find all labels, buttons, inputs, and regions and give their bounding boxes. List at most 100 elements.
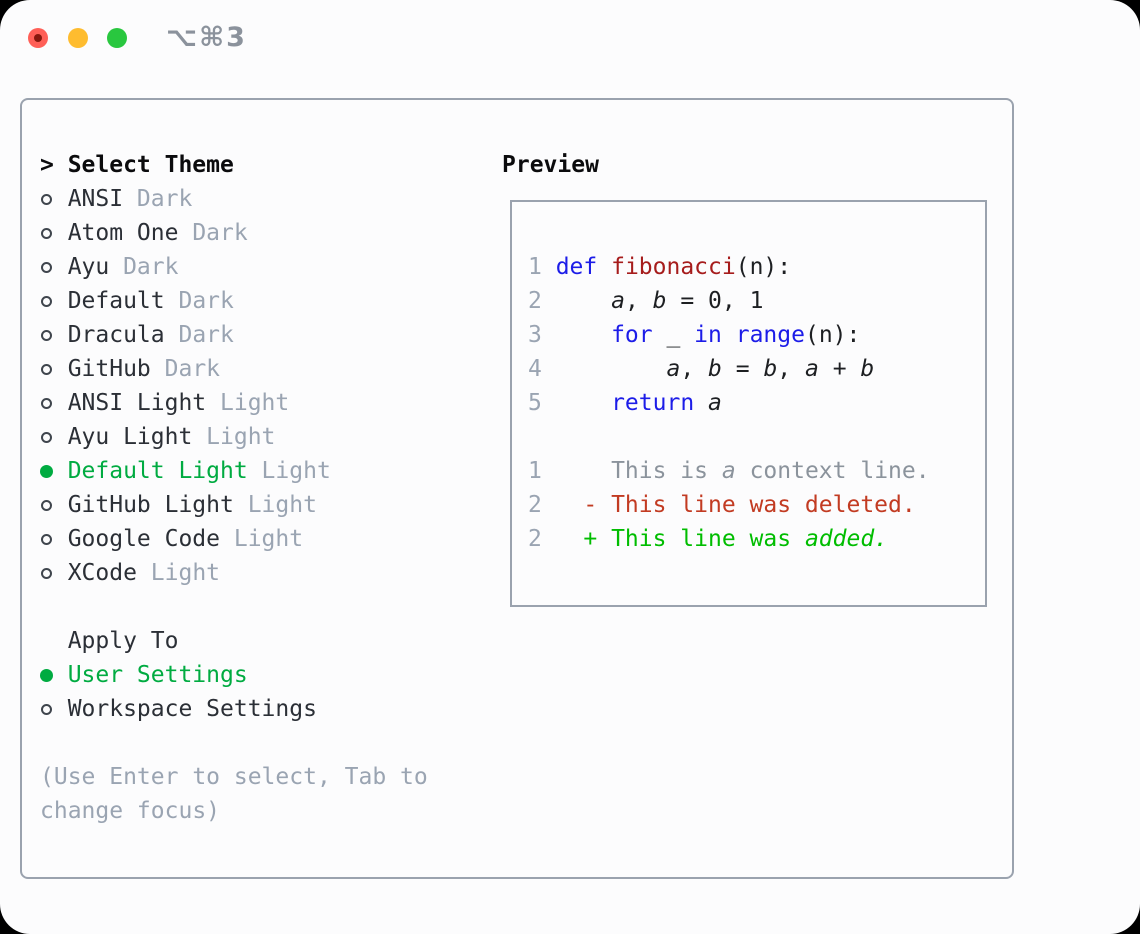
minimize-button[interactable] bbox=[68, 28, 88, 48]
radio-icon bbox=[40, 658, 68, 692]
code-line: 2 a, b = 0, 1 bbox=[528, 284, 985, 318]
theme-option-xcode-light[interactable]: XCode Light bbox=[40, 556, 490, 590]
option-label: XCode bbox=[67, 560, 137, 586]
theme-option-ansi-light-light[interactable]: ANSI Light Light bbox=[40, 386, 490, 420]
apply-to-label: Apply To bbox=[67, 628, 179, 654]
radio-icon bbox=[40, 420, 68, 454]
radio-icon bbox=[40, 488, 68, 522]
theme-option-ayu-dark[interactable]: Ayu Dark bbox=[40, 250, 490, 284]
radio-icon bbox=[40, 250, 68, 284]
diff-line-add: 2 + This line was added. bbox=[528, 522, 985, 556]
option-variant-label: Dark bbox=[109, 254, 179, 280]
radio-icon bbox=[41, 363, 52, 375]
theme-option-github-dark[interactable]: GitHub Dark bbox=[40, 352, 490, 386]
apply-to-indent bbox=[40, 624, 68, 658]
radio-icon bbox=[41, 227, 52, 239]
theme-option-ayu-light-light[interactable]: Ayu Light Light bbox=[40, 420, 490, 454]
zoom-button[interactable] bbox=[107, 28, 127, 48]
radio-icon bbox=[40, 352, 68, 386]
titlebar: ⌥⌘3 bbox=[0, 0, 1140, 76]
diff-line-ctx: 1 This is a context line. bbox=[528, 454, 985, 488]
cursor-marker-icon: > bbox=[40, 152, 54, 178]
option-variant-label: Light bbox=[220, 526, 304, 552]
option-variant-label: Dark bbox=[164, 322, 234, 348]
option-label: Ayu Light bbox=[67, 424, 193, 450]
radio-icon bbox=[41, 261, 52, 273]
code-line: 5 return a bbox=[528, 386, 985, 420]
close-button[interactable] bbox=[28, 28, 48, 48]
radio-icon bbox=[40, 454, 68, 488]
radio-selected-icon bbox=[40, 464, 53, 478]
option-variant-label: Dark bbox=[150, 356, 221, 382]
theme-option-google-code-light[interactable]: Google Code Light bbox=[40, 522, 490, 556]
radio-icon bbox=[40, 692, 68, 726]
radio-icon bbox=[41, 295, 52, 307]
radio-icon bbox=[40, 182, 68, 216]
theme-option-default-light-light[interactable]: Default Light Light bbox=[40, 454, 490, 488]
option-label: GitHub bbox=[67, 356, 151, 382]
radio-icon bbox=[41, 431, 52, 443]
line-number: 2 bbox=[528, 526, 542, 552]
close-dot-icon bbox=[34, 34, 42, 42]
option-variant-label: Light bbox=[206, 390, 290, 416]
hint-line-1: (Use Enter to select, Tab to bbox=[40, 764, 428, 790]
theme-option-default-dark[interactable]: Default Dark bbox=[40, 284, 490, 318]
diff-line-del: 2 - This line was deleted. bbox=[528, 488, 985, 522]
apply-to-header: Apply To bbox=[40, 624, 490, 658]
line-number: 5 bbox=[528, 390, 542, 416]
option-label: Default bbox=[67, 288, 165, 314]
theme-option-ansi-dark[interactable]: ANSI Dark bbox=[40, 182, 490, 216]
theme-option-dracula-dark[interactable]: Dracula Dark bbox=[40, 318, 490, 352]
radio-icon bbox=[40, 386, 68, 420]
code-line: 4 a, b = b, a + b bbox=[528, 352, 985, 386]
option-variant-label: Light bbox=[233, 492, 317, 518]
theme-option-atom-one-dark[interactable]: Atom One Dark bbox=[40, 216, 490, 250]
radio-icon bbox=[41, 567, 52, 579]
option-variant-label: Light bbox=[192, 424, 276, 450]
select-theme-header: > Select Theme bbox=[40, 148, 490, 182]
option-variant-label: Light bbox=[247, 458, 331, 484]
radio-icon bbox=[40, 522, 68, 556]
theme-list-column: > Select Theme ANSI Dark Atom One Dark Ay… bbox=[40, 148, 490, 828]
option-label: ANSI Light bbox=[67, 390, 207, 416]
code-line bbox=[528, 420, 985, 454]
radio-icon bbox=[40, 556, 68, 590]
apply-option-user-settings[interactable]: User Settings bbox=[40, 658, 490, 692]
radio-icon bbox=[40, 284, 68, 318]
radio-icon bbox=[41, 499, 52, 511]
line-number: 4 bbox=[528, 356, 542, 382]
radio-icon bbox=[40, 318, 68, 352]
radio-icon bbox=[40, 216, 68, 250]
option-label: Atom One bbox=[67, 220, 179, 246]
line-number: 3 bbox=[528, 322, 542, 348]
select-theme-label: Select Theme bbox=[67, 152, 234, 178]
option-label: Ayu bbox=[67, 254, 110, 280]
radio-icon bbox=[41, 329, 52, 341]
hint-line-2: change focus) bbox=[40, 798, 221, 824]
apply-option-workspace-settings[interactable]: Workspace Settings bbox=[40, 692, 490, 726]
option-variant-label: Light bbox=[136, 560, 221, 586]
radio-selected-icon bbox=[40, 668, 53, 682]
radio-icon bbox=[41, 193, 52, 205]
option-variant-label: Dark bbox=[164, 288, 234, 314]
option-label: User Settings bbox=[67, 662, 248, 688]
spacer bbox=[40, 590, 490, 624]
radio-icon bbox=[41, 533, 52, 545]
option-label: Workspace Settings bbox=[67, 696, 317, 722]
option-variant-label: Dark bbox=[123, 186, 193, 212]
window-title: ⌥⌘3 bbox=[166, 22, 247, 53]
option-label: ANSI bbox=[67, 186, 124, 212]
line-number: 2 bbox=[528, 288, 542, 314]
radio-icon bbox=[41, 397, 52, 409]
theme-option-github-light-light[interactable]: GitHub Light Light bbox=[40, 488, 490, 522]
line-number: 1 bbox=[528, 458, 542, 484]
line-number: 1 bbox=[528, 254, 542, 280]
line-number: 2 bbox=[528, 492, 542, 518]
option-variant-label: Dark bbox=[178, 220, 248, 246]
apply-to-list: User Settings Workspace Settings bbox=[40, 658, 490, 726]
theme-selector-panel: > Select Theme ANSI Dark Atom One Dark Ay… bbox=[20, 98, 1014, 879]
